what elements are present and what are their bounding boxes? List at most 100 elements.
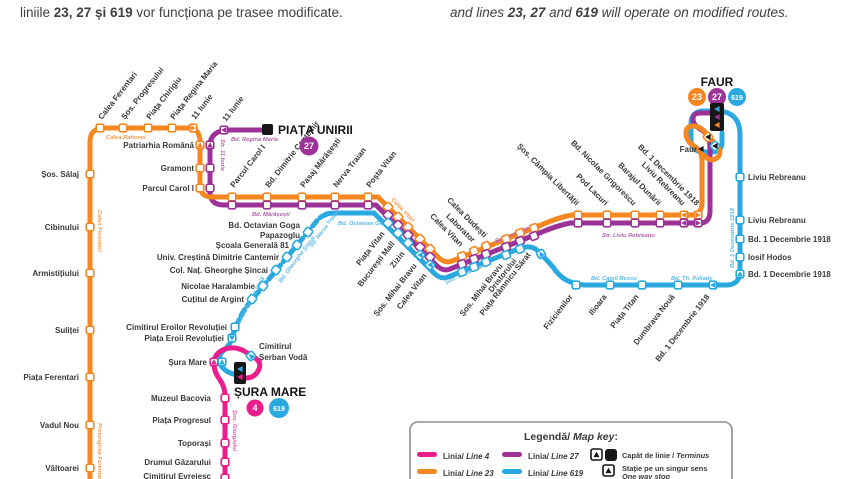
line-4-path — [211, 345, 263, 479]
header-ro-post: vor funcționa pe trasee modificate. — [132, 5, 343, 20]
legend-swatch-line619 — [502, 469, 522, 474]
station-label: Șura Mare — [168, 358, 207, 367]
header-text-english: and lines 23, 27 and 619 will operate on… — [450, 5, 789, 20]
line-badge — [246, 399, 264, 417]
svg-text:4: 4 — [252, 403, 257, 413]
station-label: Patriarhia Română — [123, 141, 194, 150]
header-en-pre: and lines — [450, 5, 508, 20]
line-badge — [688, 88, 706, 106]
station-label: Vadul Nou — [40, 421, 79, 430]
terminus-label: ȘURA MARE — [234, 385, 306, 399]
station-label: Suliței — [55, 326, 79, 335]
station-label: Muzeul Bacovia — [151, 394, 212, 403]
legend-entry: Stație pe un singur sens — [622, 464, 707, 473]
station-label: Nicolae Haralambie — [181, 282, 255, 291]
street-label: Bd. Mărășești — [252, 212, 290, 218]
header-ro-pre: liniile — [20, 5, 54, 20]
terminus-sura-mare: ȘURA MARE 4 619 — [234, 362, 306, 418]
header-en-lines2: 619 — [575, 5, 598, 20]
station-label: Zizin — [388, 250, 406, 270]
station-label: Șerban Vodă — [259, 353, 308, 362]
street-label: Bd. Octavian Goga — [338, 221, 391, 227]
street-label: Șos. Giurgiului — [231, 410, 237, 452]
terminus-faur: FAUR 23 27 619 — [688, 75, 746, 131]
line-badge — [269, 398, 289, 418]
station-label: Fizicienilor — [542, 293, 575, 331]
street-label: Str. Liviu Rebreanu — [602, 233, 655, 239]
street-label: Bd. Regina Maria — [231, 137, 279, 143]
station-label: Poșta Vitan — [364, 149, 398, 189]
street-label: Str. 11 Iunie — [219, 139, 225, 172]
legend-entry: Capăt de linie / Terminus — [622, 451, 709, 460]
legend-title: Legendă/ Map key: — [524, 431, 618, 443]
station-label: Școala Generală 81 — [216, 241, 290, 250]
station-label: Șos. Progresului — [119, 66, 165, 122]
terminus-piata-unirii: PIAȚA UNIRII 27 — [262, 123, 353, 156]
station-label: Piața Eroii Revoluției — [144, 334, 224, 343]
station-label: Iosif Hodos — [748, 253, 792, 262]
street-label: Bd. Th. Pallady — [671, 276, 713, 282]
station-label: Șos. Câmpia Libertății — [515, 142, 581, 208]
header-en-lines1: 23, 27 — [507, 5, 546, 20]
station-label: Piața Progresul — [152, 416, 211, 425]
station-label: Vâltoarei — [45, 464, 79, 473]
legend-swatch-line4 — [417, 452, 437, 457]
station-label: Cimitirul — [259, 342, 291, 351]
station-label: Piața Titan — [609, 293, 641, 330]
station-label: Piața Ferentari — [23, 373, 79, 382]
station-label: Papazoglu — [260, 231, 300, 240]
street-label: Bd. Camil Ressu — [591, 276, 637, 282]
legend: Legendă/ Map key: Linia/ Line 4 Linia/ L… — [409, 421, 733, 479]
legend-entry: Linia/ Line 23 — [443, 469, 494, 478]
street-label: Calea Ferentari — [96, 210, 102, 252]
station-label: Cuțitul de Argint — [182, 295, 245, 304]
station-label: Univ. Creștină Dimitrie Cantemir — [157, 253, 279, 262]
station-label: Gramont — [161, 164, 195, 173]
street-label: Bd. 1 Decembrie 1918 — [730, 207, 736, 268]
station-label: Bd. Octavian Goga — [228, 221, 300, 230]
line-badge — [299, 136, 319, 156]
station-label: Calea Ferentari — [96, 70, 139, 121]
svg-text:27: 27 — [304, 141, 314, 151]
station-label: Parcul Carol I — [142, 184, 194, 193]
station-label: Cimitirul Evreiesc — [143, 472, 211, 479]
terminus-marker — [262, 124, 273, 135]
header-ro-lines: 23, 27 și 619 — [53, 5, 133, 20]
legend-terminus-icon — [605, 449, 617, 461]
legend-entry: Linia/ Line 4 — [443, 452, 490, 461]
legend-entry: One way stop — [622, 472, 671, 479]
street-label: Prelungirea Ferentari — [96, 423, 102, 479]
station-label: Cibinului — [45, 223, 79, 232]
header-en-post: will operate on modified routes. — [597, 5, 789, 20]
header-en-mid: and — [545, 5, 576, 20]
svg-text:23: 23 — [692, 92, 702, 102]
station-label: Bd. 1 Decembrie 1918 — [748, 235, 831, 244]
station-label: Drumul Găzarului — [144, 458, 211, 467]
line-badge — [728, 88, 746, 106]
svg-text:27: 27 — [712, 92, 722, 102]
station-label: Liviu Rebreanu — [748, 216, 806, 225]
legend-swatch-line27 — [502, 452, 522, 457]
station-label: Toporași — [178, 439, 211, 448]
legend-entry: Linia/ Line 27 — [528, 452, 579, 461]
station-label: 11 Iunie — [220, 94, 245, 123]
station-label: Bd. 1 Decembrie 1918 — [748, 270, 831, 279]
legend-entry: Linia/ Line 619 — [528, 469, 584, 478]
station-label: Ilioara — [587, 292, 609, 317]
station-label: Șos. Sălaj — [41, 170, 79, 179]
station-label: Col. Naț. Gheorghe Șincai — [170, 266, 268, 275]
terminus-marker — [234, 362, 246, 384]
svg-text:619: 619 — [273, 406, 285, 413]
street-label: Calea Rahovei — [106, 135, 146, 141]
svg-text:619: 619 — [731, 95, 743, 102]
station-label: Liviu Rebreanu — [748, 173, 806, 182]
station-label: Cimitirul Eroilor Revoluției — [126, 323, 227, 332]
station-label: Parcul Carol I — [228, 143, 267, 189]
station-label: Faur — [680, 145, 697, 154]
station-label: Nerva Traian — [331, 146, 368, 189]
legend-box — [409, 421, 733, 479]
station-label: Armistițiului — [32, 269, 79, 278]
line-badge — [708, 88, 726, 106]
terminus-label: FAUR — [701, 75, 734, 89]
